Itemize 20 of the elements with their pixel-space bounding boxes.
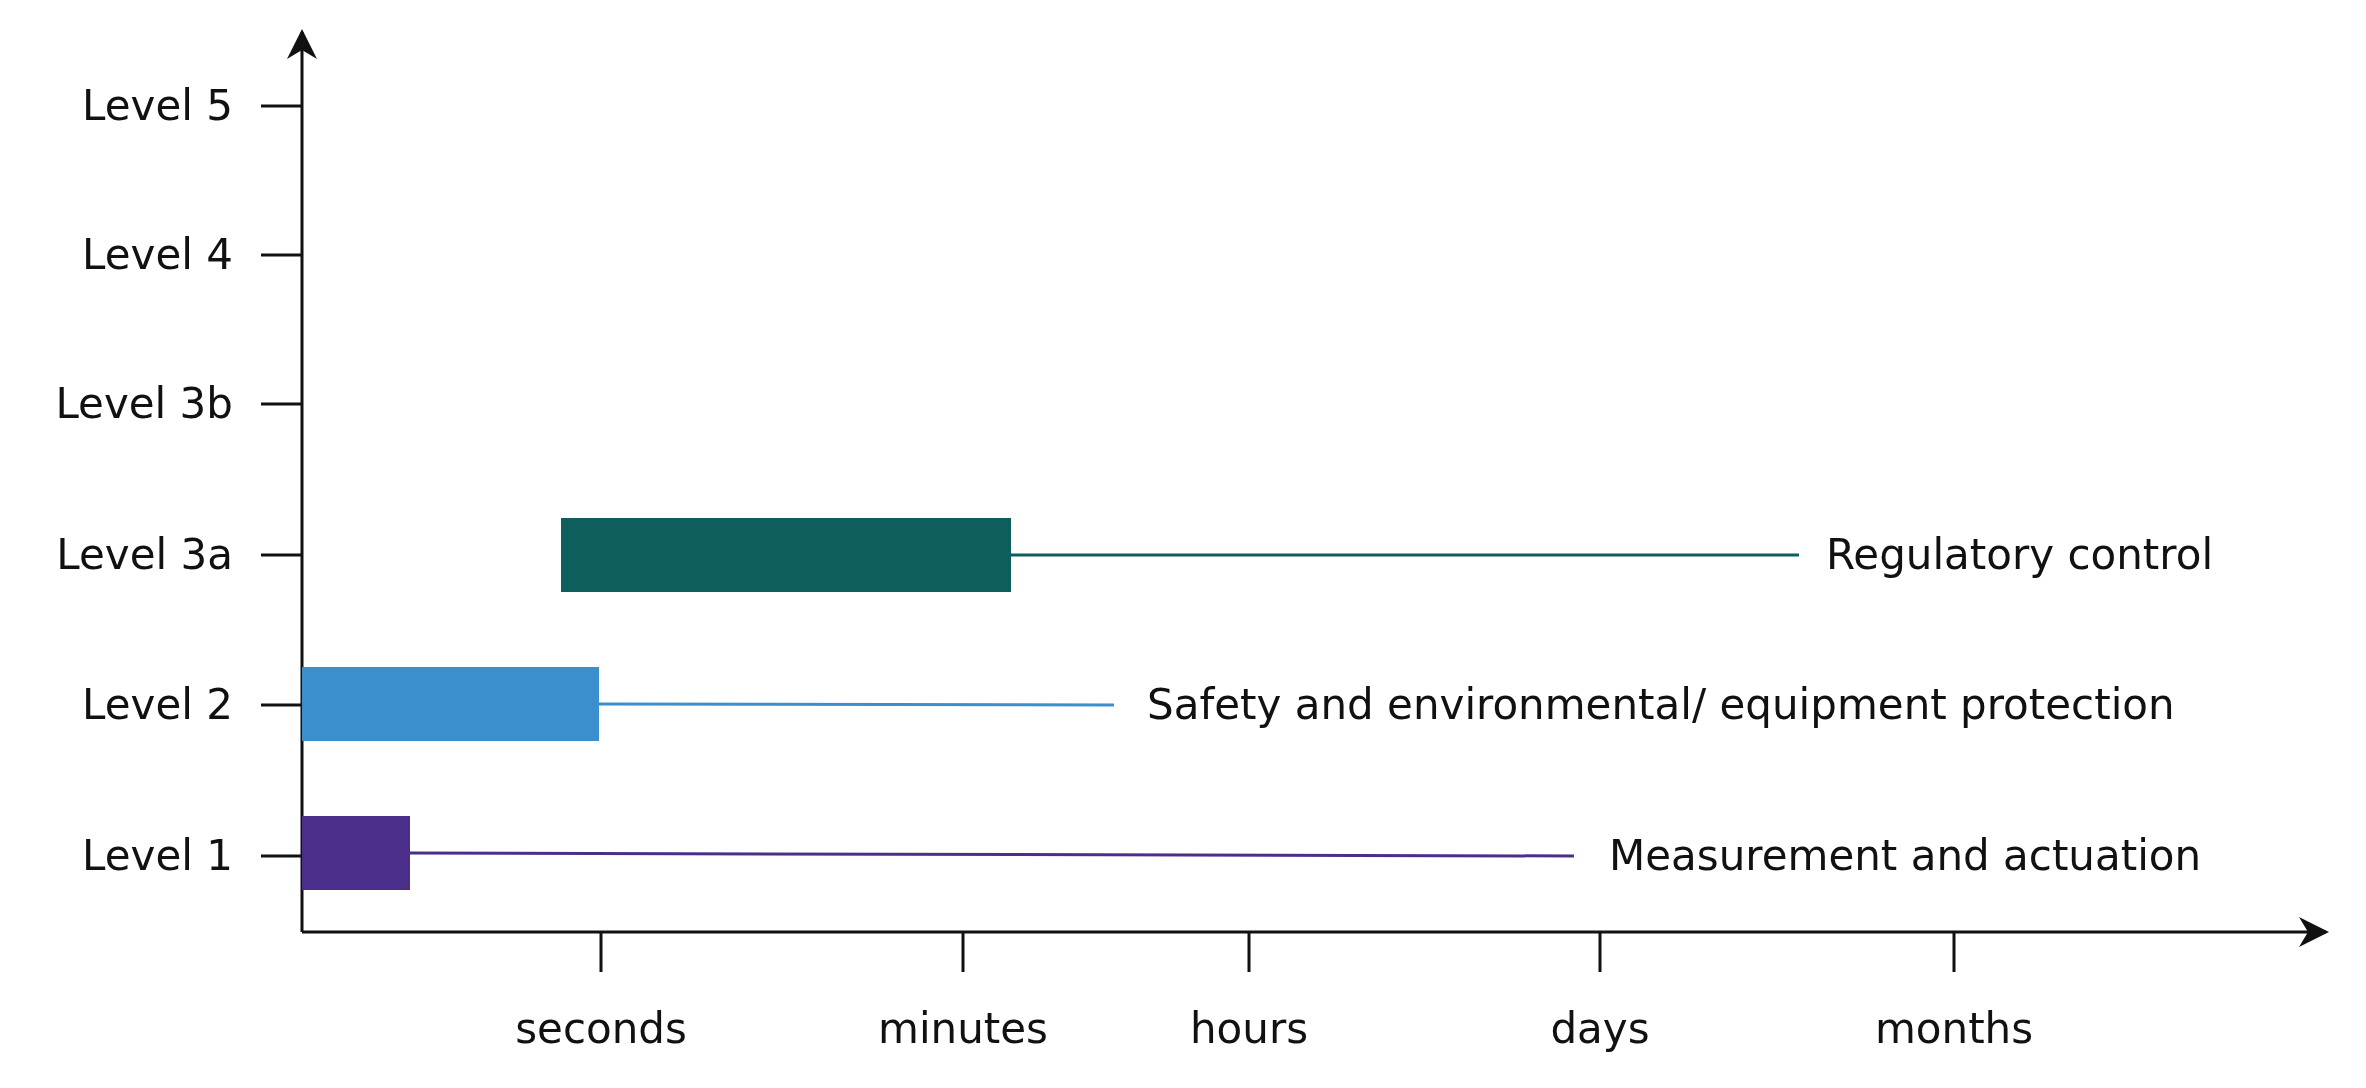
axis-label: Level 5 bbox=[82, 85, 233, 127]
axis-label: Level 2 bbox=[82, 684, 233, 726]
axis-label: hours bbox=[1189, 1008, 1309, 1050]
leader-line bbox=[599, 702, 1114, 707]
series-label: Regulatory control bbox=[1799, 534, 2239, 576]
duration-bar bbox=[561, 518, 1011, 592]
duration-bar bbox=[302, 816, 410, 890]
series-label: Measurement and actuation bbox=[1574, 835, 2239, 877]
axis-label: months bbox=[1874, 1008, 2034, 1050]
series-label: Safety and environmental/ equipment protection bbox=[1114, 684, 2239, 726]
duration-bar bbox=[302, 667, 599, 741]
axis-label: seconds bbox=[515, 1008, 687, 1050]
axis-label: Level 3b bbox=[55, 383, 233, 425]
leader-line bbox=[410, 851, 1574, 858]
axis-label: days bbox=[1550, 1008, 1650, 1050]
leader-line bbox=[1011, 553, 1799, 557]
axis-label: Level 4 bbox=[82, 234, 233, 276]
axis-label: minutes bbox=[878, 1008, 1048, 1050]
axis-label: Level 3a bbox=[56, 534, 233, 576]
axis-label: Level 1 bbox=[82, 835, 233, 877]
